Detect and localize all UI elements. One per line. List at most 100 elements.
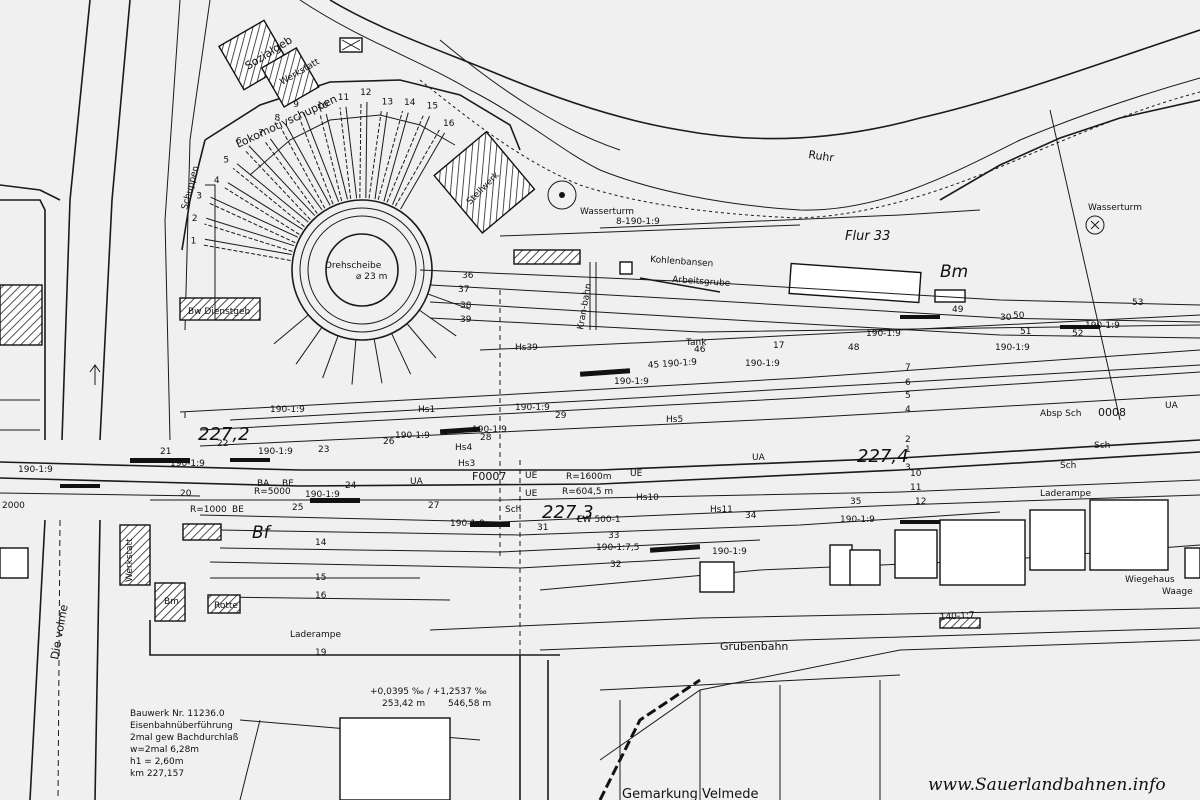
turntable-radial <box>427 293 471 310</box>
track-number: 53 <box>1132 298 1143 308</box>
r5000-label: R=5000 <box>254 487 291 497</box>
werkstatt-low-label: Werkstatt <box>125 538 135 582</box>
r1600-label: R=1600m <box>566 472 611 482</box>
stall-track <box>377 110 403 200</box>
river-label: Ruhr <box>808 148 836 165</box>
stall-track <box>227 182 303 230</box>
gradient-label: +0,0395 ‰ / +1,2537 ‰ <box>370 687 487 697</box>
w190p: 190-1:9 <box>840 515 875 525</box>
track-number: 24 <box>345 481 357 491</box>
turntable-radial <box>406 323 437 359</box>
stall-track <box>297 114 334 205</box>
right-top-area <box>513 99 1200 421</box>
drehscheibe-label: Drehscheibe <box>325 261 382 271</box>
track-number: 28 <box>480 433 492 443</box>
stall-track <box>203 244 291 261</box>
stellwerk-building <box>433 130 536 234</box>
stall-track <box>269 138 323 211</box>
track-number: 48 <box>848 343 860 353</box>
stall-number: 5 <box>223 156 229 166</box>
stall-number: 8 <box>275 113 281 123</box>
track-number: 31 <box>537 523 548 533</box>
bf-label: Bf <box>252 523 273 543</box>
f0007-label: F0007 <box>472 470 506 483</box>
ba-label: BA <box>257 479 270 489</box>
stall-track <box>210 196 299 238</box>
track-number: 11 <box>910 483 921 493</box>
laderampe-right-label: Laderampe <box>1040 489 1091 499</box>
stall-number: 6 <box>236 137 242 147</box>
sch3-label: Sch <box>1060 461 1076 471</box>
track-number: 37 <box>458 285 469 295</box>
stall-track <box>236 163 309 223</box>
ua3-label: UA <box>1165 401 1179 411</box>
w190h: 190-1:9 <box>614 377 649 387</box>
flur-label: Flur 33 <box>845 229 890 244</box>
track-number: 19 <box>315 648 327 658</box>
stall-number: 16 <box>443 119 455 129</box>
track-number: 21 <box>160 447 171 457</box>
w190l: 190-1:9 <box>1085 321 1120 331</box>
lower-buildings <box>0 499 1200 800</box>
track-number: 34 <box>745 511 757 521</box>
turntable-radial <box>419 309 457 337</box>
track-number: 39 <box>460 315 472 325</box>
track-number: 25 <box>292 503 303 513</box>
stall-track <box>303 112 340 203</box>
stall-number: 10 <box>317 101 329 111</box>
w190b: 190-1:9 <box>170 459 205 469</box>
stall-track <box>207 202 296 244</box>
w140-label: 140-1:7 <box>940 611 976 623</box>
track-number: 16 <box>315 591 327 601</box>
hs10-label: Hs10 <box>636 493 659 503</box>
stall-track <box>400 132 446 210</box>
w190e: 190-1:9 <box>395 431 430 441</box>
track-number: 5 <box>905 391 911 401</box>
turntable-radial <box>295 327 323 365</box>
be-label: BE <box>282 479 294 489</box>
laderampe-low-label: Laderampe <box>290 630 341 640</box>
track-number: 49 <box>952 305 964 315</box>
stall-number: 9 <box>293 100 299 110</box>
building-left-hatched <box>0 284 43 346</box>
wasserturm-left-label: Wasserturm <box>580 207 634 217</box>
bw-dienstgeb-label: Bw Dienstgeb <box>188 307 251 317</box>
track-number: 2 <box>905 435 911 445</box>
stall-track <box>204 238 292 256</box>
stall-track <box>206 217 295 247</box>
watermark: www.Sauerlandbahnen.info <box>928 775 1166 795</box>
r604-label: R=604,5 m <box>562 487 613 497</box>
bauwerk-line4: w=2mal 6,28m <box>130 745 199 755</box>
track-number: 46 <box>694 345 706 355</box>
w190c: 190-1:9 <box>18 465 53 475</box>
stall-number: 15 <box>427 102 438 112</box>
bauwerk-line6: km 227,157 <box>130 769 184 779</box>
track-number: 35 <box>850 497 861 507</box>
stall-number: 1 <box>191 236 197 246</box>
bauwerk-line2: Eisenbahnüberführung <box>130 721 233 731</box>
stall-track <box>325 113 348 200</box>
be2-label: BE <box>232 505 244 515</box>
track-number: 10 <box>910 469 922 479</box>
kohlenbansen-building <box>513 249 581 265</box>
track-number: 50 <box>1013 311 1025 321</box>
length-2: 546,58 m <box>448 699 491 709</box>
stall-number: 14 <box>404 98 416 108</box>
stall-track <box>280 127 326 209</box>
z0008-label: 0008 <box>1098 406 1126 419</box>
stall-track <box>392 115 430 205</box>
turntable-radial <box>322 335 339 379</box>
bauwerk-line3: 2mal gew Bachdurchlaß <box>130 733 239 743</box>
stall-track <box>383 112 409 202</box>
track-number: 15 <box>315 573 326 583</box>
bauwerk-line5: h1 = 2,60m <box>130 757 184 767</box>
w190i: 190-1:9 <box>745 359 780 369</box>
length-1: 253,42 m <box>382 699 425 709</box>
ua1-label: UA <box>410 477 424 487</box>
track-number: 7 <box>905 363 911 373</box>
track-number: 51 <box>1020 327 1031 337</box>
track-number: 52 <box>1072 329 1083 339</box>
wiegehaus-label: Wiegehaus <box>1125 575 1175 585</box>
stall-number: 2 <box>192 214 198 224</box>
